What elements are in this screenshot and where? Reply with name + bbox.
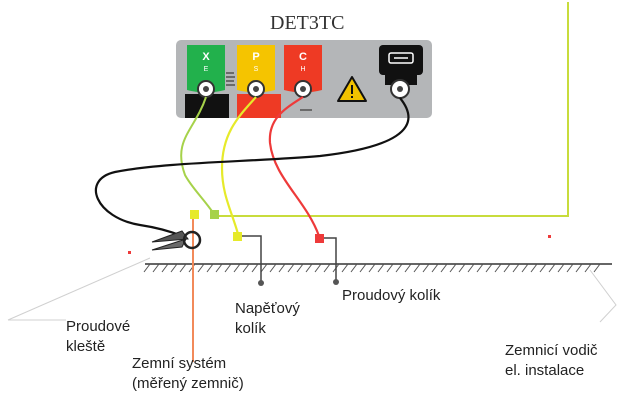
terminal-p-sub: S — [254, 66, 259, 73]
terminal-x-e: X E — [185, 45, 229, 118]
terminal-c-sub: H — [300, 66, 305, 73]
earth-connector-yellow — [190, 210, 199, 219]
terminal-x-letter: X — [202, 51, 210, 63]
label-voltage-probe: Napěťový kolík — [235, 300, 300, 337]
ground-hatch-line — [314, 263, 322, 273]
ground-hatch-line — [512, 263, 520, 273]
ground-hatch-line — [584, 263, 592, 273]
marker-left — [128, 251, 131, 254]
device-title: DET3TC — [270, 12, 344, 34]
ground-hatch-line — [269, 263, 277, 273]
voltage-lead — [220, 96, 257, 235]
ground-hatch-line — [458, 263, 466, 273]
ground-hatch-line — [305, 263, 313, 273]
ground-hatch-line — [494, 263, 502, 273]
clamp-terminal-block — [379, 45, 423, 75]
ground-hatch-line — [233, 263, 241, 273]
terminal-ratings — [226, 72, 312, 111]
ground-hatch-line — [593, 263, 601, 273]
ground-hatch-line — [431, 263, 439, 273]
ground-hatch-line — [449, 263, 457, 273]
ground-hatch-line — [422, 263, 430, 273]
terminal-c-letter: C — [299, 51, 307, 63]
ground-hatch-line — [179, 263, 187, 273]
warning-icon — [337, 76, 367, 102]
clamp-cable — [95, 97, 410, 238]
instrument-panel: X E P S C H — [176, 40, 432, 118]
clamp-lead — [180, 96, 215, 215]
ground-hatch-line — [287, 263, 295, 273]
current-clamp — [151, 230, 202, 251]
ground-hatch-line — [359, 263, 367, 273]
terminal-p-base — [237, 94, 281, 118]
ground-hatch-line — [161, 263, 169, 273]
ground-hatch-line — [476, 263, 484, 273]
ground-hatch-line — [296, 263, 304, 273]
ground-hatch-line — [557, 263, 565, 273]
ground-hatch-line — [143, 263, 151, 273]
ground-hatch-line — [242, 263, 250, 273]
ground — [143, 263, 612, 273]
current-probe — [315, 234, 339, 285]
ground-hatch-line — [395, 263, 403, 273]
ground-hatch-line — [413, 263, 421, 273]
ground-hatch-line — [251, 263, 259, 273]
label-current-clamp: Proudové kleště — [66, 318, 131, 355]
ground-hatch-line — [368, 263, 376, 273]
ground-hatch-line — [404, 263, 412, 273]
current-lead — [268, 96, 321, 237]
terminal-c-h: C H — [284, 45, 322, 98]
ground-hatch-line — [197, 263, 205, 273]
leader-clamp — [7, 257, 151, 321]
leader-conductor — [589, 269, 617, 323]
ground-hatch-line — [278, 263, 286, 273]
ground-hatch-line — [215, 263, 223, 273]
ground-hatch-line — [485, 263, 493, 273]
ground-hatch-line — [467, 263, 475, 273]
ground-hatch-line — [575, 263, 583, 273]
earth-conductor — [218, 2, 569, 217]
ground-hatch-line — [377, 263, 385, 273]
terminal-p-block — [237, 45, 275, 93]
ground-hatch-line — [386, 263, 394, 273]
label-earth-conductor: Zemnicí vodič el. instalace — [505, 342, 598, 379]
clamp-terminal-icon — [388, 52, 414, 64]
terminal-p-s: P S — [237, 45, 281, 118]
terminal-x-sub: E — [204, 66, 209, 73]
ground-hatch-line — [350, 263, 358, 273]
voltage-probe — [233, 232, 264, 286]
clamp-terminal — [379, 45, 423, 99]
label-current-probe: Proudový kolík — [342, 287, 441, 304]
ground-hatch-line — [170, 263, 178, 273]
ground-hatch-line — [548, 263, 556, 273]
ground-hatching — [143, 263, 601, 273]
ground-hatch-line — [152, 263, 160, 273]
terminal-c-block — [284, 45, 322, 93]
label-earth-system: Zemní systém (měřený zemnič) — [132, 355, 244, 392]
ground-hatch-line — [521, 263, 529, 273]
terminal-x-block — [187, 45, 225, 93]
ground-hatch-line — [224, 263, 232, 273]
ground-hatch-line — [503, 263, 511, 273]
ground-hatch-line — [566, 263, 574, 273]
terminal-p-letter: P — [252, 51, 259, 63]
ground-hatch-line — [341, 263, 349, 273]
terminal-x-base — [185, 94, 229, 118]
ground-hatch-line — [206, 263, 214, 273]
marker-right — [548, 235, 551, 238]
earth-connector-green — [210, 210, 219, 219]
ground-hatch-line — [539, 263, 547, 273]
ground-hatch-line — [440, 263, 448, 273]
ground-hatch-line — [260, 263, 268, 273]
ground-hatch-line — [530, 263, 538, 273]
ground-hatch-line — [323, 263, 331, 273]
